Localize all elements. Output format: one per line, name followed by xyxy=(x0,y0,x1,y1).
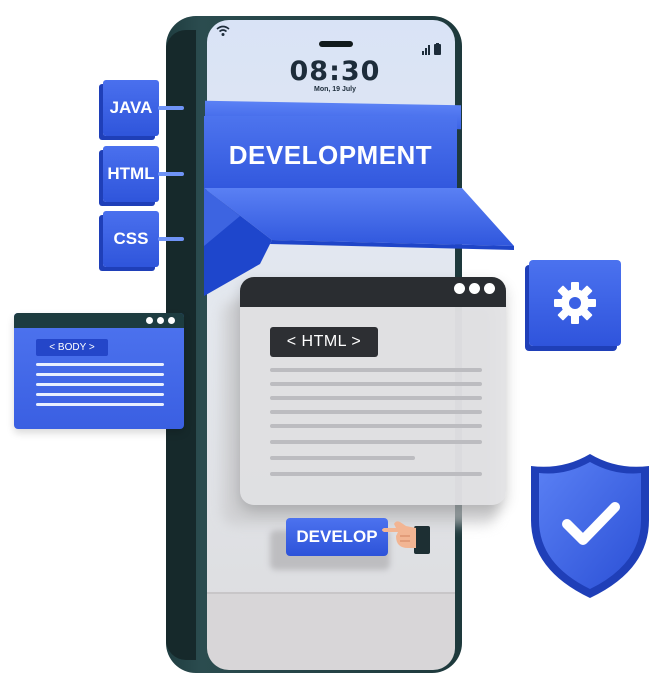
connector-java xyxy=(158,106,184,110)
text-line xyxy=(36,393,164,396)
text-line xyxy=(36,373,164,376)
lang-label: HTML xyxy=(107,164,155,183)
body-tag: < BODY > xyxy=(36,339,108,356)
lang-label: JAVA xyxy=(109,98,153,117)
shield-check-icon xyxy=(531,454,649,598)
text-line xyxy=(270,410,482,414)
text-line xyxy=(36,383,164,386)
connector-css xyxy=(158,237,184,241)
clock-time: 08:30 xyxy=(289,56,381,87)
window-dot xyxy=(146,317,153,324)
phone-screen-bottom xyxy=(207,592,455,670)
text-line xyxy=(270,396,482,400)
html-tag: < HTML > xyxy=(270,327,378,357)
lang-tag-html: HTML xyxy=(103,146,159,202)
clock-date: Mon, 19 July xyxy=(313,86,356,93)
window-dot xyxy=(484,283,495,294)
text-line xyxy=(36,363,164,366)
browser-window xyxy=(240,277,506,505)
development-banner xyxy=(204,116,457,188)
text-line xyxy=(270,368,482,372)
body-panel-titlebar xyxy=(14,313,184,328)
connector-html xyxy=(158,172,184,176)
text-line xyxy=(270,382,482,386)
text-line xyxy=(270,456,415,460)
window-dot xyxy=(157,317,164,324)
banner-title: DEVELOPMENT xyxy=(228,140,433,170)
text-line xyxy=(270,440,482,444)
browser-window-titlebar xyxy=(240,277,506,307)
wifi-icon xyxy=(216,25,230,36)
settings-tile xyxy=(529,260,621,346)
text-line xyxy=(270,472,482,476)
body-panel xyxy=(14,313,184,429)
lang-label: CSS xyxy=(113,229,149,248)
phone-speaker xyxy=(319,41,353,47)
lang-tag-java: JAVA xyxy=(103,80,159,136)
window-dot xyxy=(168,317,175,324)
pointing-hand-icon xyxy=(382,521,430,554)
lang-tag-css: CSS xyxy=(103,211,159,267)
awning xyxy=(204,188,514,296)
window-dot xyxy=(454,283,465,294)
develop-button[interactable]: DEVELOP xyxy=(286,518,388,556)
window-dot xyxy=(469,283,480,294)
text-line xyxy=(36,403,164,406)
signal-battery-icons xyxy=(422,43,441,55)
gear-icon xyxy=(554,282,596,324)
text-line xyxy=(270,424,482,428)
